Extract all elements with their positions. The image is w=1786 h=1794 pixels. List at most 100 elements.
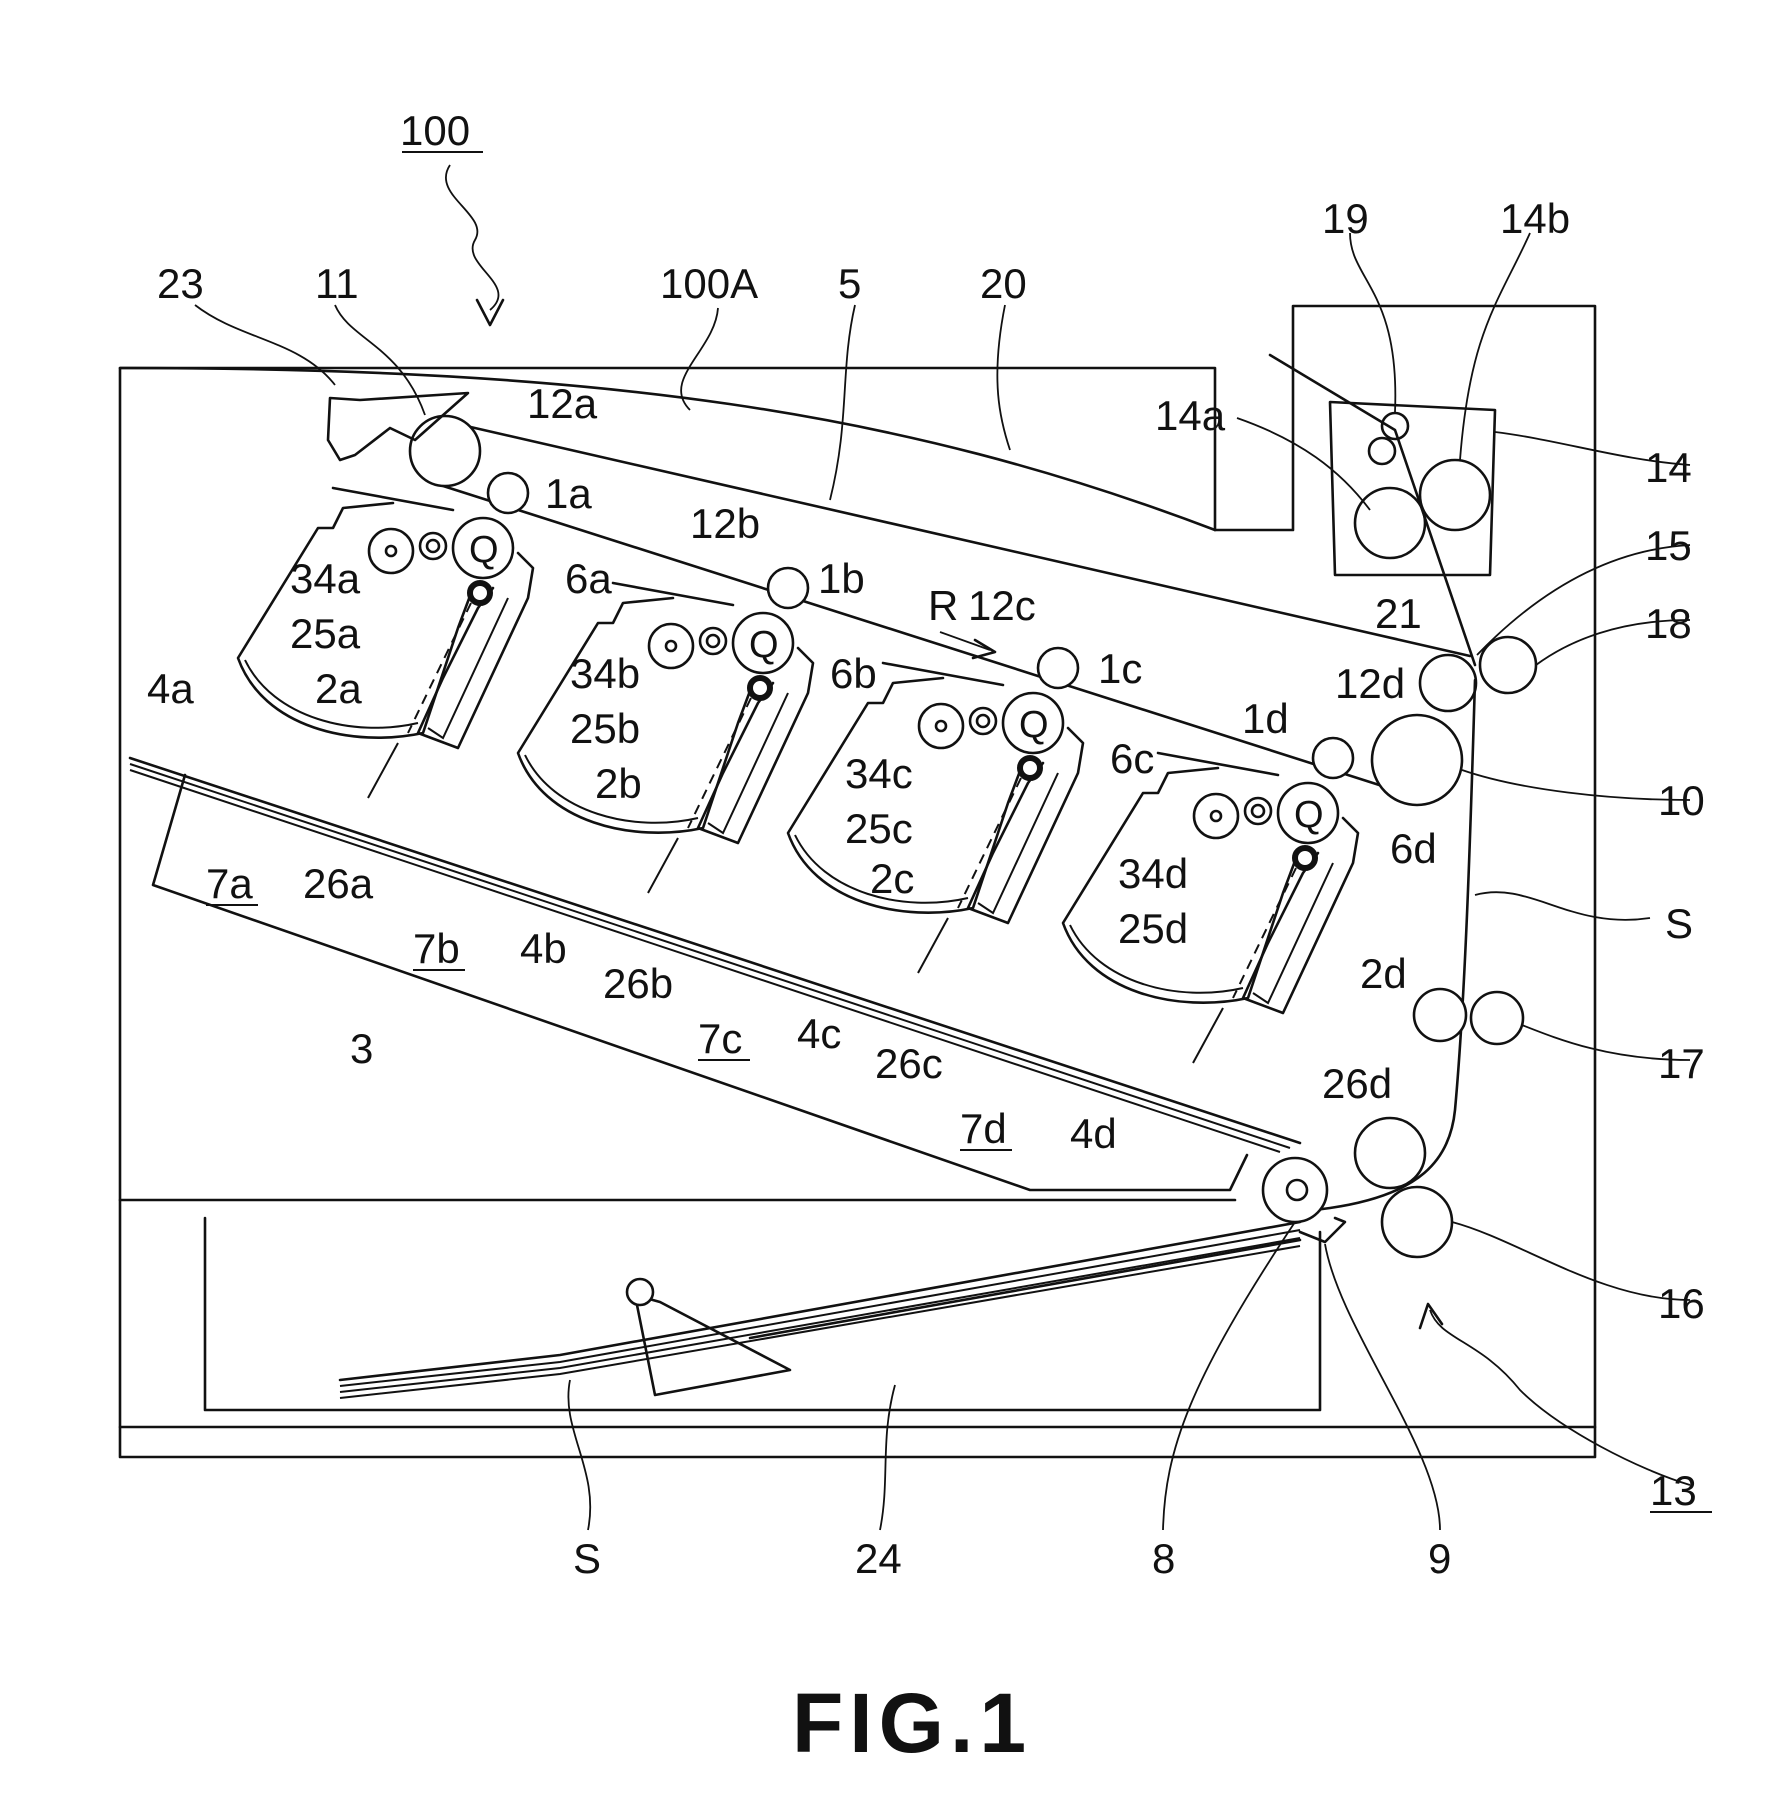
developing-roller-hub-b: [664, 639, 678, 653]
label-12c: 12c: [968, 582, 1036, 629]
label-16: 16: [1658, 1280, 1705, 1327]
registration-roller-17a: [1412, 987, 1468, 1043]
label-13: 13: [1650, 1467, 1697, 1514]
label-2c: 2c: [870, 855, 914, 902]
developing-roller-hub-a: [384, 544, 398, 558]
top-cover-20: [118, 366, 1217, 532]
cleaning-container-d: [1241, 816, 1360, 1015]
support-d: [1192, 1007, 1224, 1064]
label-3: 3: [350, 1025, 373, 1072]
label-100: 100: [400, 107, 470, 154]
label-18: 18: [1645, 600, 1692, 647]
label-2a: 2a: [315, 665, 362, 712]
label-6a: 6a: [565, 555, 612, 602]
secondary-transfer-roller-10: [1370, 713, 1464, 807]
label-2b: 2b: [595, 760, 642, 807]
label-25c: 25c: [845, 805, 913, 852]
reference-labels: 100 23 11 100A 5 20 19 14b 14a 14 15 18 …: [147, 107, 1712, 1770]
feed-roller-16: [1380, 1185, 1454, 1259]
label-1b: 1b: [818, 555, 865, 602]
dashed-line-c: [957, 777, 1022, 909]
label-9: 9: [1428, 1535, 1451, 1582]
roller-21: [1418, 653, 1478, 713]
figure-title: FIG.1: [792, 1676, 1032, 1770]
label-14: 14: [1645, 444, 1692, 491]
label-14a: 14a: [1155, 392, 1226, 439]
cartridge-top-b: [611, 581, 735, 607]
cartridge-housing-d: [1061, 766, 1300, 1004]
belt-cleaner-23: [326, 391, 470, 462]
belt-rollers: [408, 414, 1538, 807]
fixing-roller-14a: [1353, 486, 1427, 560]
intermediate-belt-lower: [438, 483, 1422, 800]
support-b: [647, 837, 679, 894]
charging-roller-2d: [1292, 845, 1318, 871]
cartridge-top-d: [1156, 751, 1280, 777]
supply-roller-inner-b: [705, 633, 721, 649]
cleaning-inner-d: [1252, 862, 1334, 1005]
charging-roller-2b: [747, 675, 773, 701]
label-6c: 6c: [1110, 735, 1154, 782]
label-24: 24: [855, 1535, 902, 1582]
supply-roller-inner-d: [1250, 803, 1266, 819]
intermediate-belt-upper: [438, 418, 1472, 658]
label-8: 8: [1152, 1535, 1175, 1582]
label-4d: 4d: [1070, 1110, 1117, 1157]
cleaning-container-a: [416, 551, 535, 750]
label-12b: 12b: [690, 500, 760, 547]
label-26d: 26d: [1322, 1060, 1392, 1107]
drum-mark-c: Q: [1019, 704, 1049, 746]
label-12a: 12a: [527, 380, 598, 427]
label-1a: 1a: [545, 470, 592, 517]
separator-9: [1298, 1216, 1347, 1244]
apparatus-housing: [118, 304, 1597, 1459]
label-7c: 7c: [698, 1015, 742, 1062]
drum-mark-b: Q: [749, 624, 779, 666]
label-17: 17: [1658, 1040, 1705, 1087]
label-26b: 26b: [603, 960, 673, 1007]
cleaning-container-b: [696, 646, 815, 845]
label-23: 23: [157, 260, 204, 307]
roller-18: [1478, 635, 1538, 695]
label-34c: 34c: [845, 750, 913, 797]
support-a: [367, 742, 399, 799]
dashed-line-d: [1232, 867, 1297, 999]
label-4c: 4c: [797, 1010, 841, 1057]
label-4b: 4b: [520, 925, 567, 972]
label-10: 10: [1658, 777, 1705, 824]
label-5: 5: [838, 260, 861, 307]
developer-curve-c: [794, 834, 969, 904]
cartridge-top-a: [331, 486, 455, 512]
dashed-line-b: [687, 697, 752, 829]
label-11: 11: [315, 260, 359, 307]
label-26a: 26a: [303, 860, 374, 907]
label-19: 19: [1322, 195, 1369, 242]
charging-roller-2a: [467, 580, 493, 606]
developing-roller-hub-d: [1209, 809, 1223, 823]
primary-transfer-roller-12a: [486, 471, 530, 515]
photosensitive-drum-1a: [451, 516, 515, 580]
label-4a: 4a: [147, 665, 194, 712]
label-S-bottom: S: [573, 1535, 601, 1582]
cartridge-housing-c: [786, 676, 1025, 914]
support-c: [917, 917, 949, 974]
cleaning-container-c: [966, 726, 1085, 925]
label-6b: 6b: [830, 650, 877, 697]
primary-transfer-roller-12b: [766, 566, 810, 610]
developer-curve-b: [524, 754, 699, 824]
cleaning-inner-b: [707, 692, 789, 835]
label-34a: 34a: [290, 555, 361, 602]
label-25d: 25d: [1118, 905, 1188, 952]
label-7a: 7a: [206, 860, 253, 907]
label-7d: 7d: [960, 1105, 1007, 1152]
label-14b: 14b: [1500, 195, 1570, 242]
cartridge-top-c: [881, 661, 1005, 687]
label-26c: 26c: [875, 1040, 943, 1087]
drum-mark-a: Q: [469, 529, 499, 571]
cartridge-housing-a: [236, 501, 475, 739]
photosensitive-drum-1d: [1276, 781, 1340, 845]
developer-curve-a: [244, 659, 419, 729]
supply-roller-inner-c: [975, 713, 991, 729]
label-12d: 12d: [1335, 660, 1405, 707]
